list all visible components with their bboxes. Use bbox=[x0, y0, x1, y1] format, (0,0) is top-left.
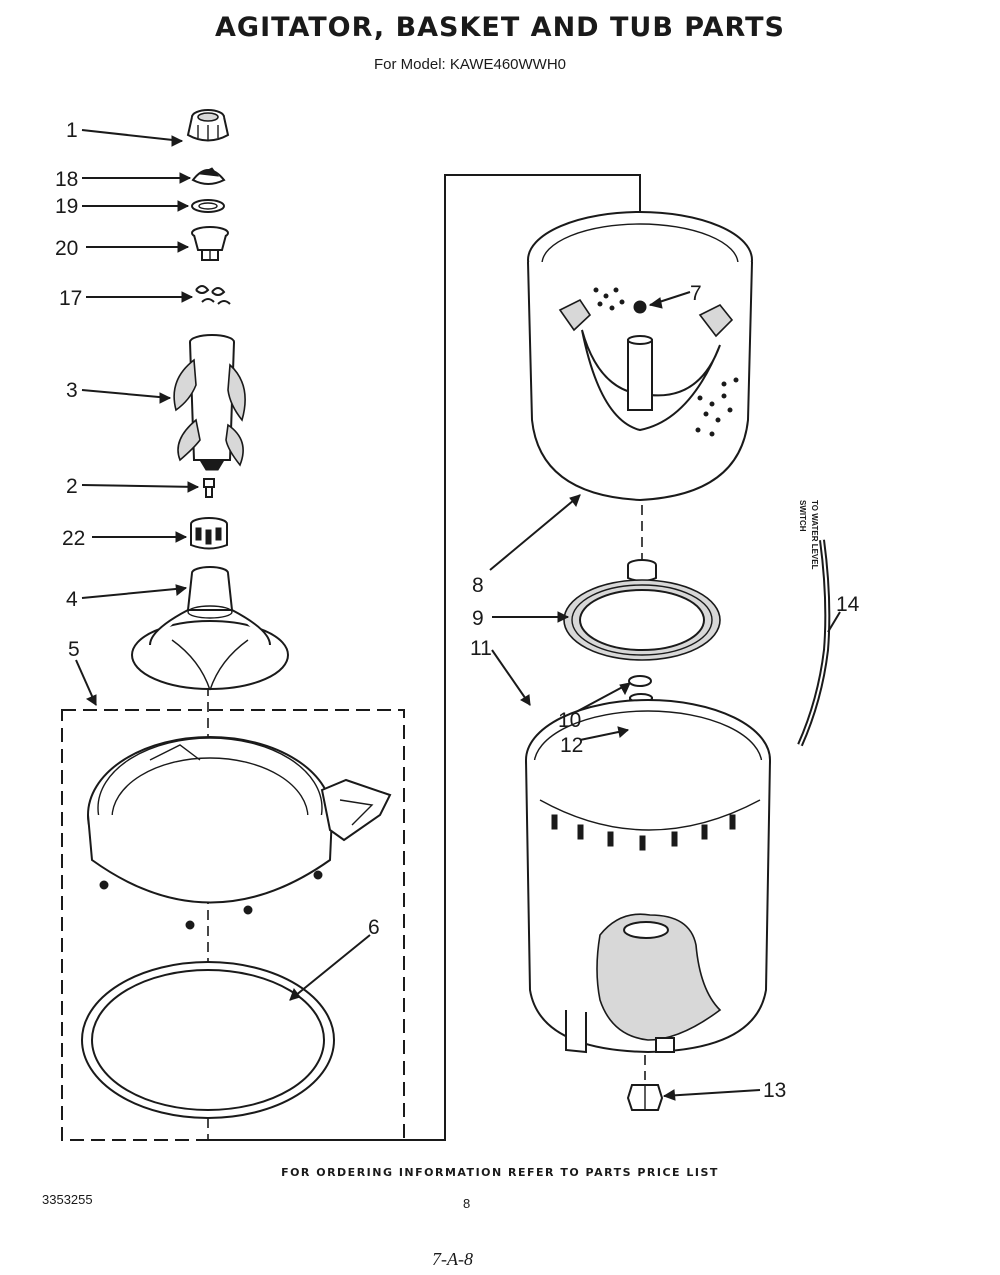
callout-17[interactable]: 17 bbox=[59, 287, 82, 310]
part-18-agitator-dome[interactable] bbox=[191, 167, 226, 185]
part-11-outer-tub[interactable] bbox=[525, 699, 771, 1054]
ordering-note: FOR ORDERING INFORMATION REFER TO PARTS … bbox=[281, 1166, 719, 1179]
part-4-agitator-base[interactable] bbox=[131, 566, 289, 691]
callout-leaders bbox=[75, 129, 841, 1101]
callout-5[interactable]: 5 bbox=[68, 638, 80, 661]
part-3-agitator-barrel[interactable] bbox=[173, 334, 246, 471]
model-subtitle: For Model: KAWE460WWH0 bbox=[374, 56, 566, 73]
part-13-tub-nut[interactable] bbox=[626, 1055, 664, 1111]
callout-18[interactable]: 18 bbox=[55, 168, 78, 191]
callout-9[interactable]: 9 bbox=[472, 607, 484, 630]
callout-13[interactable]: 13 bbox=[763, 1079, 786, 1102]
callout-6[interactable]: 6 bbox=[368, 916, 380, 939]
page-title: AGITATOR, BASKET AND TUB PARTS bbox=[215, 12, 785, 43]
callout-12[interactable]: 12 bbox=[560, 734, 583, 757]
callout-7[interactable]: 7 bbox=[690, 282, 702, 305]
part-17-agitator-dogs[interactable] bbox=[195, 285, 231, 305]
document-number: 3353255 bbox=[42, 1192, 93, 1207]
page-number: 8 bbox=[463, 1196, 471, 1211]
handwritten-note: 7-A-8 bbox=[432, 1249, 473, 1269]
callout-1[interactable]: 1 bbox=[66, 119, 78, 142]
part-9-bearing-ring[interactable] bbox=[563, 579, 721, 661]
assembly-box-5 bbox=[61, 709, 405, 1141]
water-level-switch-label-2: SWITCH bbox=[798, 500, 807, 532]
callout-4[interactable]: 4 bbox=[66, 588, 78, 611]
part-6-tub-gasket[interactable] bbox=[81, 961, 335, 1119]
part-5-tub-ring[interactable] bbox=[87, 736, 392, 930]
basket-drive-hub bbox=[627, 559, 657, 582]
part-20-adapter[interactable] bbox=[191, 226, 229, 261]
callout-8[interactable]: 8 bbox=[472, 574, 484, 597]
tub-ribs bbox=[551, 814, 736, 851]
callout-20[interactable]: 20 bbox=[55, 237, 78, 260]
part-14-pressure-hose[interactable] bbox=[797, 539, 831, 747]
callout-10[interactable]: 10 bbox=[558, 709, 581, 732]
part-10-tub-seal[interactable] bbox=[628, 675, 652, 687]
callout-2[interactable]: 2 bbox=[66, 475, 78, 498]
part-1-agitator-cap[interactable] bbox=[186, 109, 230, 142]
part-22-drive-block[interactable] bbox=[190, 517, 228, 550]
callout-11[interactable]: 11 bbox=[470, 637, 492, 660]
part-19-seal-ring[interactable] bbox=[191, 199, 225, 213]
basket-perforations bbox=[593, 287, 739, 437]
water-level-switch-label-1: TO WATER LEVEL bbox=[810, 500, 819, 570]
callout-3[interactable]: 3 bbox=[66, 379, 78, 402]
part-2-bolt[interactable] bbox=[203, 478, 215, 498]
callout-22[interactable]: 22 bbox=[62, 527, 85, 550]
callout-14[interactable]: 14 bbox=[836, 593, 860, 616]
part-8-wash-basket[interactable] bbox=[527, 211, 753, 502]
callout-19[interactable]: 19 bbox=[55, 195, 78, 218]
